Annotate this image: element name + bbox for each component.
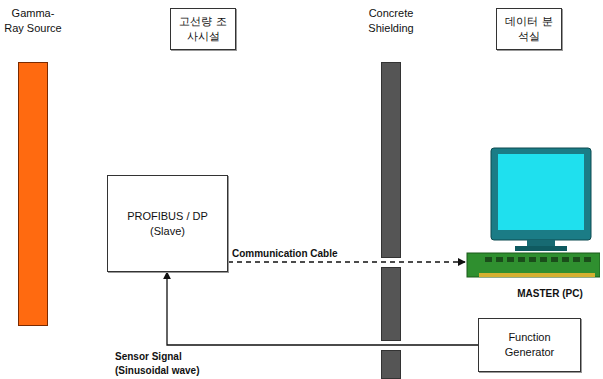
chip — [573, 257, 580, 262]
bar-segment — [19, 63, 48, 326]
chip — [507, 257, 514, 262]
chip — [584, 257, 591, 262]
node-label: Gamma-Ray Source — [2, 6, 64, 36]
monitor-base — [515, 246, 567, 251]
node-label: PROFIBUS / DP (Slave) — [116, 209, 219, 239]
master-pc: MASTER (PC) — [465, 145, 600, 305]
cable-label: Sensor Signal (Sinusoidal wave) — [115, 350, 215, 378]
generator-box: Function Generator — [478, 318, 581, 372]
monitor-screen — [498, 154, 584, 230]
card-pins — [479, 273, 595, 277]
node-label: Function Generator — [487, 330, 572, 360]
pc-illustration — [465, 145, 600, 305]
bar-segment — [382, 351, 401, 379]
concrete-shield: Concrete Shielding — [356, 2, 426, 379]
node-label: MASTER (PC) — [505, 287, 595, 301]
node-label: Concrete Shielding — [356, 6, 426, 36]
chip — [485, 257, 492, 262]
slave-box: PROFIBUS / DP (Slave) — [107, 175, 228, 272]
chip — [562, 257, 569, 262]
bar-segment — [382, 63, 401, 258]
monitor-frame — [491, 148, 591, 240]
chip — [551, 257, 558, 262]
node-label: 데이터 분석실 — [505, 14, 553, 44]
node-label: 고선량 조사시설 — [179, 14, 227, 44]
chip — [540, 257, 547, 262]
signal-connector — [167, 272, 478, 345]
chip — [496, 257, 503, 262]
gamma-source: Gamma-Ray Source — [2, 2, 64, 326]
cable-label: Communication Cable — [232, 247, 338, 261]
chip — [518, 257, 525, 262]
shield-bar — [2, 2, 64, 326]
signal-connector — [228, 261, 465, 262]
interface-card — [467, 253, 600, 277]
shield-bar — [356, 2, 426, 379]
chip — [529, 257, 536, 262]
bar-segment — [382, 268, 401, 341]
area-box: 고선량 조사시설 — [170, 8, 236, 50]
area-box: 데이터 분석실 — [496, 8, 562, 50]
